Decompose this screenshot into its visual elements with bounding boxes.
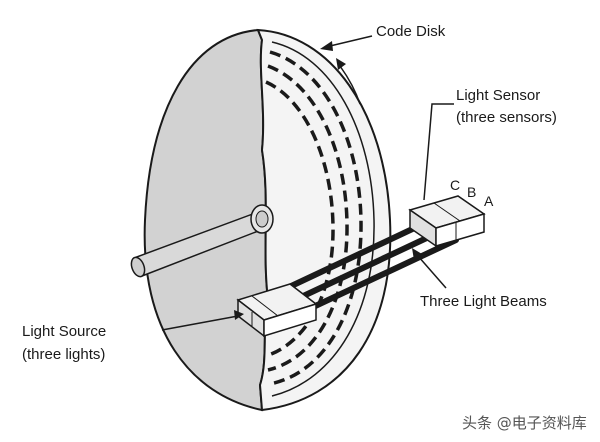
watermark-text: 头条 @电子资料库 [462,414,587,432]
light-source-leader [161,315,239,331]
light-sensor-block [408,195,486,248]
code-disk-rim [256,28,392,412]
shaft [130,204,274,278]
light-sensor-leader [423,103,454,201]
light-source-sublabel: (three lights) [22,346,105,363]
sensor-letter-b: B [467,184,476,200]
light-source-leader-head [234,310,244,320]
rotation-arrowhead [336,58,346,70]
light-source-block [236,283,318,338]
code-track-outer [269,50,363,386]
code-disk-inner-edge [271,41,375,397]
light-source-label: Light Source [22,323,106,340]
three-light-beams-label: Three Light Beams [420,293,547,310]
code-disk-label: Code Disk [376,23,446,40]
light-beams-leader [417,255,447,289]
code-track-inner [265,80,335,358]
sensor-letter-a: A [484,193,494,209]
light-sensor-sublabel: (three sensors) [456,109,557,126]
code-disk-leader [329,35,373,47]
code-track-middle [267,64,349,372]
light-beams-leader-head [412,248,422,260]
light-sensor-label: Light Sensor [456,87,540,104]
sensor-letter-c: C [450,177,460,193]
code-disk-leader-head [320,41,333,51]
rotation-arrow [339,65,361,105]
